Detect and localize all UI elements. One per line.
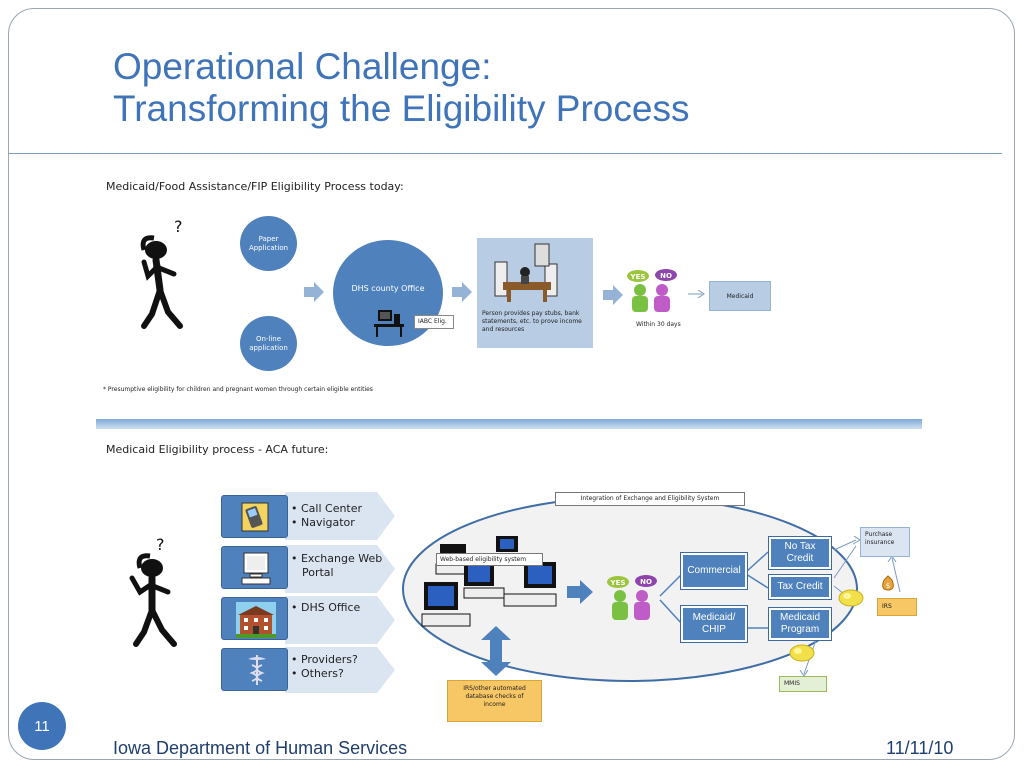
- channel-tile-call-center: [221, 495, 288, 538]
- channel-text: • Exchange Web: [291, 552, 383, 565]
- yes-no-people-icon: YES NO: [607, 575, 657, 620]
- channel-text: • Providers?: [291, 653, 358, 666]
- channel-label-web-portal: • Exchange Web Portal: [291, 552, 382, 580]
- paper-application-node: Paper Application: [240, 216, 297, 271]
- title-divider: [8, 153, 1002, 154]
- computers-cluster-icon: [421, 536, 557, 627]
- channel-chevrons: [285, 492, 395, 693]
- medicaid-program-box: Medicaid Program: [768, 607, 832, 641]
- iabc-label: IABC Elig.: [414, 315, 454, 329]
- caduceus-icon: [248, 655, 266, 685]
- purchase-insurance-box: Purchase insurance: [860, 527, 910, 557]
- computer-icon: [241, 552, 271, 585]
- section-divider-band: [96, 419, 922, 429]
- channel-text: • Navigator: [291, 516, 355, 529]
- arrow-right-icon: [304, 282, 324, 302]
- yes-no-people-icon: YES NO: [627, 269, 677, 312]
- commercial-box: Commercial: [680, 552, 748, 590]
- tax-credit-box: Tax Credit: [768, 574, 832, 600]
- svg-text:NO: NO: [660, 272, 672, 280]
- channel-tile-dhs-office: [221, 597, 288, 640]
- person-provides-box: Person provides pay stubs, bank statemen…: [477, 238, 593, 348]
- channel-text: • Others?: [291, 667, 344, 680]
- medicaid-chip-box: Medicaid/ CHIP: [680, 605, 748, 643]
- paper-application-label: Paper Application: [248, 234, 289, 252]
- coins-icon: [838, 589, 864, 607]
- channel-label-dhs-office: • DHS Office: [291, 601, 360, 615]
- svg-text:NO: NO: [640, 578, 652, 586]
- building-icon: [236, 602, 276, 638]
- footer-organization: Iowa Department of Human Services: [113, 738, 408, 758]
- footer-date: 11/11/10: [886, 738, 954, 758]
- svg-text:?: ?: [174, 217, 183, 236]
- double-arrow-icon: [481, 626, 511, 676]
- channel-tile-web-portal: [221, 546, 288, 589]
- footnote: * Presumptive eligibility for children a…: [103, 386, 373, 393]
- phone-icon: [241, 502, 269, 532]
- channel-text: • DHS Office: [291, 601, 361, 614]
- dhs-county-office-label: DHS county Office: [351, 283, 425, 293]
- channel-tile-providers: [221, 648, 288, 691]
- today-heading: Medicaid/Food Assistance/FIP Eligibility…: [106, 180, 404, 193]
- paperwork-desk-icon: [494, 243, 558, 302]
- svg-text:$: $: [886, 582, 890, 590]
- channel-label-providers: • Providers? • Others?: [291, 653, 358, 681]
- page-number: 11: [18, 702, 66, 750]
- title-line-2: Transforming the Eligibility Process: [113, 88, 690, 129]
- mmis-box: MMIS: [779, 676, 827, 692]
- thinking-person-icon: ?: [129, 535, 177, 647]
- online-application-node: On-line application: [240, 316, 297, 371]
- integration-label: Integration of Exchange and Eligibility …: [555, 492, 745, 506]
- slide-title: Operational Challenge: Transforming the …: [113, 46, 913, 130]
- channel-label-call-center: • Call Center • Navigator: [291, 502, 362, 530]
- no-tax-credit-box: No Tax Credit: [768, 536, 832, 570]
- irs-box: IRS: [877, 598, 917, 616]
- arrow-right-icon: [688, 290, 705, 298]
- thinking-person-icon: ?: [140, 217, 183, 329]
- person-provides-label: Person provides pay stubs, bank statemen…: [482, 310, 582, 333]
- arrow-right-icon: [567, 580, 593, 604]
- svg-text:?: ?: [156, 535, 165, 554]
- medicaid-box: Medicaid: [709, 281, 771, 311]
- channel-text: Portal: [302, 566, 334, 579]
- arrow-right-icon: [603, 285, 623, 305]
- web-based-label: Web-based eligibility system: [436, 553, 543, 566]
- title-line-1: Operational Challenge:: [113, 46, 492, 87]
- money-bag-icon: $: [882, 575, 894, 591]
- desk-computer-icon: [374, 310, 404, 337]
- svg-text:YES: YES: [630, 273, 646, 281]
- svg-text:YES: YES: [610, 579, 626, 587]
- arrow-right-icon: [452, 282, 472, 302]
- online-application-label: On-line application: [249, 334, 288, 352]
- within-30-days-label: Within 30 days: [636, 321, 681, 328]
- coins-icon: [789, 644, 815, 662]
- future-heading: Medicaid Eligibility process - ACA futur…: [106, 443, 329, 456]
- irs-other-checks-box: IRS/other automated database checks of i…: [447, 680, 542, 722]
- channel-text: • Call Center: [291, 502, 363, 515]
